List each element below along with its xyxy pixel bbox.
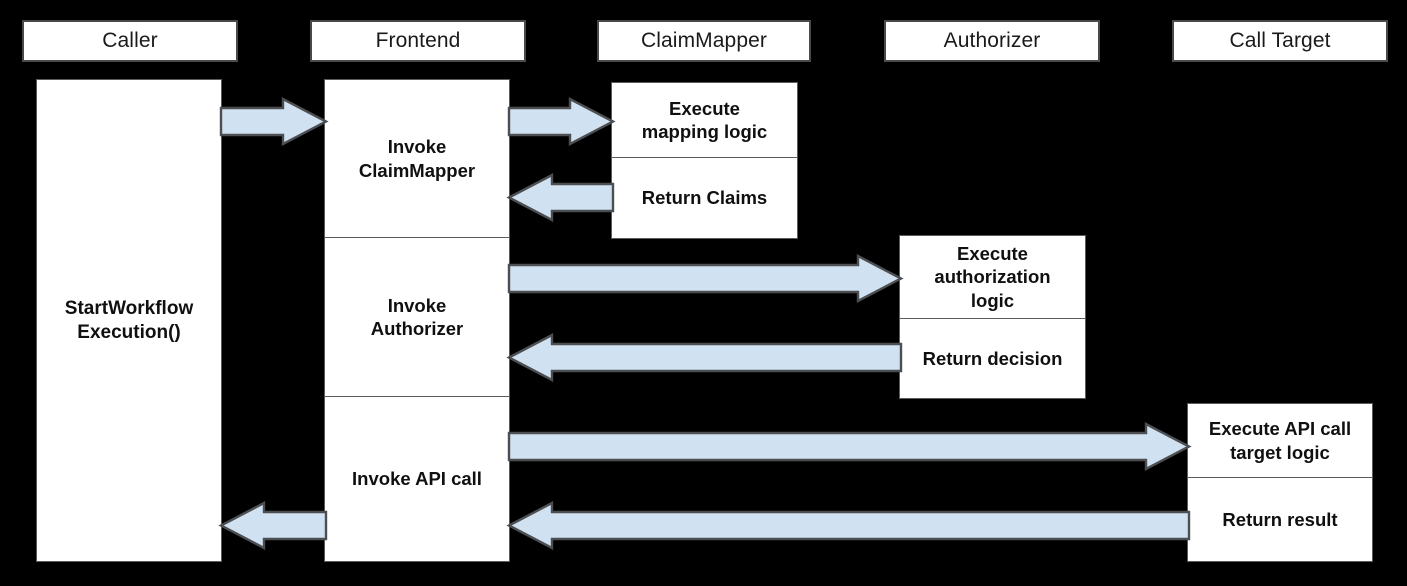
- activation-start-workflow-execution: StartWorkflow Execution(): [36, 79, 222, 562]
- lane-header-authorizer-label: Authorizer: [943, 29, 1041, 52]
- activation-return-decision: Return decision: [899, 318, 1086, 399]
- message-arrow-frontend-to-authorizer: [507, 254, 904, 303]
- activation-execute-api-call-target-logic-label: Execute API call target logic: [1208, 418, 1352, 463]
- lane-header-caller-label: Caller: [102, 29, 158, 52]
- message-arrow-caller-to-frontend: [219, 97, 329, 146]
- message-arrow-call-target-to-frontend: [506, 501, 1191, 550]
- activation-execute-authorization-logic-label: Execute authorization logic: [934, 243, 1051, 311]
- message-arrow-authorizer-to-frontend: [506, 333, 903, 382]
- activation-return-decision-label: Return decision: [922, 347, 1063, 369]
- activation-execute-mapping-logic: Execute mapping logic: [611, 82, 798, 158]
- lane-header-claimmapper-label: ClaimMapper: [641, 29, 767, 52]
- activation-return-claims: Return Claims: [611, 157, 798, 239]
- message-arrow-frontend-to-claimmapper: [507, 97, 616, 146]
- activation-execute-authorization-logic: Execute authorization logic: [899, 235, 1086, 319]
- activation-execute-api-call-target-logic: Execute API call target logic: [1187, 403, 1373, 478]
- activation-invoke-api-call-label: Invoke API call: [352, 468, 482, 490]
- activation-return-result: Return result: [1187, 477, 1373, 562]
- message-arrow-frontend-to-call-target: [507, 422, 1192, 471]
- activation-start-workflow-execution-label: StartWorkflow Execution(): [64, 297, 194, 343]
- activation-execute-mapping-logic-label: Execute mapping logic: [641, 97, 768, 142]
- activation-invoke-claimmapper: Invoke ClaimMapper: [324, 79, 510, 238]
- lane-header-claimmapper: ClaimMapper: [597, 20, 811, 62]
- lane-header-call-target: Call Target: [1172, 20, 1388, 62]
- message-arrow-frontend-to-caller: [218, 501, 328, 550]
- message-arrow-claimmapper-to-frontend: [506, 173, 615, 222]
- lane-header-authorizer: Authorizer: [884, 20, 1100, 62]
- activation-invoke-authorizer-label: Invoke Authorizer: [370, 294, 464, 339]
- activation-invoke-claimmapper-label: Invoke ClaimMapper: [358, 136, 476, 181]
- lane-header-call-target-label: Call Target: [1229, 29, 1331, 52]
- activation-return-claims-label: Return Claims: [641, 187, 768, 209]
- lane-header-frontend: Frontend: [310, 20, 526, 62]
- activation-invoke-authorizer: Invoke Authorizer: [324, 237, 510, 397]
- lane-header-frontend-label: Frontend: [375, 29, 461, 52]
- lane-header-caller: Caller: [22, 20, 238, 62]
- activation-invoke-api-call: Invoke API call: [324, 396, 510, 562]
- activation-return-result-label: Return result: [1222, 508, 1338, 530]
